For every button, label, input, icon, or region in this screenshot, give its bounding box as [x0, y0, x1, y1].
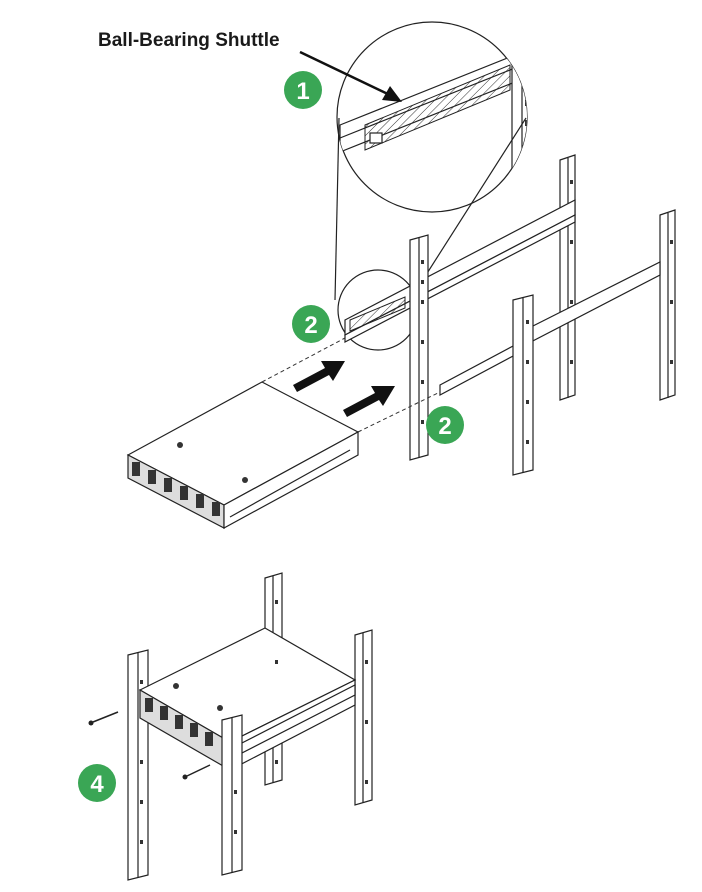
svg-text:2: 2: [304, 312, 317, 339]
server-chassis-top: [126, 381, 360, 530]
alignment-line-1: [261, 337, 346, 383]
zoom-detail-circle: [336, 21, 528, 213]
callout-arrow: [299, 50, 402, 102]
ball-bearing-shuttle-label: Ball-Bearing Shuttle: [98, 30, 280, 51]
step-badge-2a: 2: [292, 305, 330, 343]
svg-text:1: 1: [296, 78, 309, 105]
step-badge-1: 1: [284, 71, 322, 109]
insertion-arrow-2: [343, 386, 395, 417]
screw-bottom: [182, 764, 211, 780]
zoom-connector-right: [409, 117, 527, 301]
zoom-connector-left: [334, 117, 340, 301]
rack-bottom: [88, 572, 373, 881]
svg-text:2: 2: [438, 413, 451, 440]
alignment-line-2: [357, 391, 441, 433]
step-badge-2b: 2: [426, 406, 464, 444]
step-badge-4: 4: [78, 764, 116, 802]
screw-left: [88, 711, 119, 726]
rack-top: [344, 154, 676, 476]
svg-text:4: 4: [90, 771, 104, 798]
insertion-arrow-1: [293, 361, 345, 392]
